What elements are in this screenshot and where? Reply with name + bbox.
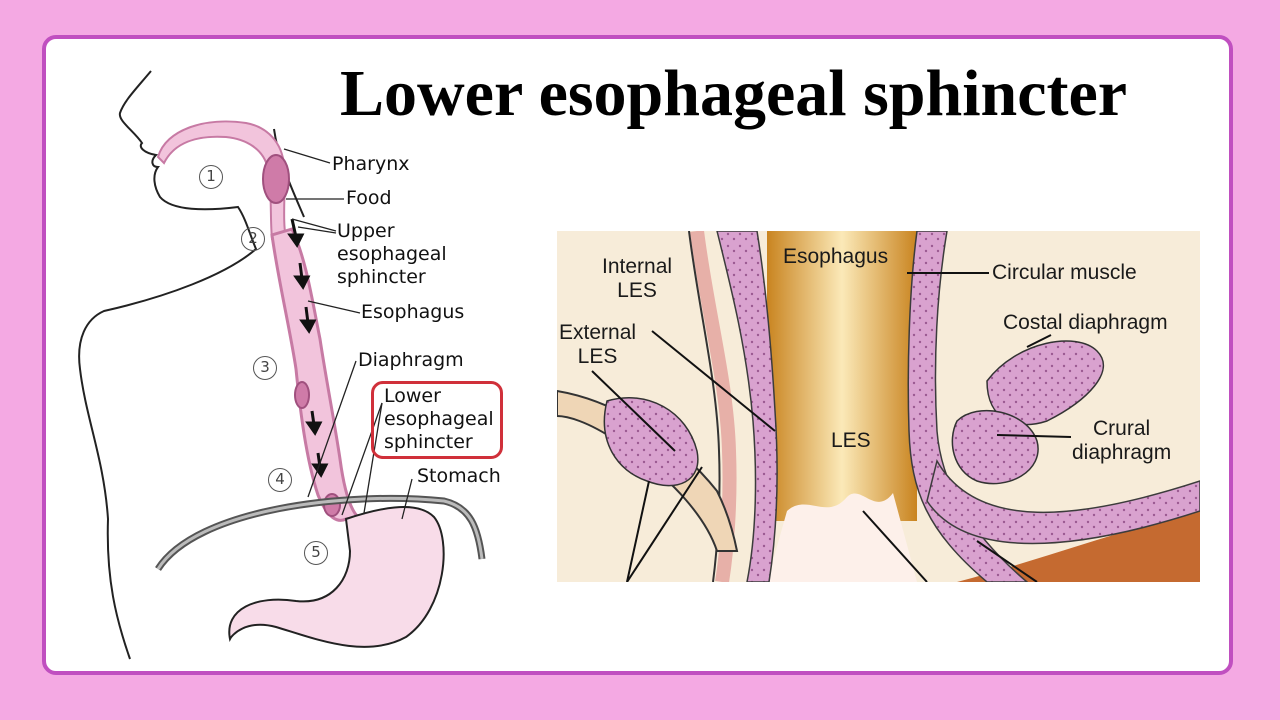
les-cross-section-panel: Esophagus Circular muscle Internal LES E… — [557, 231, 1200, 582]
label-diaphragm: Diaphragm — [358, 349, 464, 371]
esophageal-lumen — [767, 231, 917, 521]
label-food: Food — [346, 187, 392, 209]
stomach-shape — [228, 506, 445, 648]
step-number: 4 — [268, 468, 292, 492]
label-internal-les: Internal LES — [602, 255, 673, 302]
body-outline — [78, 70, 258, 660]
food-bolus — [294, 381, 310, 409]
label-pharynx: Pharynx — [332, 153, 410, 175]
label-crural-diaphragm: Crural diaphragm — [1072, 417, 1172, 464]
left-crural-diaphragm — [603, 397, 699, 487]
label-panel-esophagus: Esophagus — [783, 245, 889, 268]
panel-leader-lines — [591, 272, 1072, 582]
label-lower-sphincter: Lower esophageal sphincter — [384, 385, 494, 453]
label-circular-muscle: Circular muscle — [992, 261, 1137, 284]
leader-lines — [283, 148, 413, 520]
step-number: 1 — [199, 165, 223, 189]
costal-diaphragm-shape — [986, 340, 1104, 426]
label-costal-diaphragm: Costal diaphragm — [1003, 311, 1168, 334]
crural-diaphragm-shape — [951, 409, 1039, 485]
direction-arrows — [287, 218, 372, 556]
step-number: 3 — [253, 356, 277, 380]
left-esophageal-wall — [716, 231, 778, 582]
label-esophagus: Esophagus — [361, 301, 465, 323]
label-external-les: External LES — [559, 321, 637, 368]
step-number: 2 — [241, 227, 265, 251]
swallowing-pathway-illustration — [78, 70, 486, 660]
step-number: 5 — [304, 541, 328, 565]
label-upper-sphincter: Upper esophageal sphincter — [337, 220, 447, 288]
page-title: Lower esophageal sphincter — [340, 57, 1128, 130]
label-les: LES — [831, 429, 871, 452]
diagram-card: Lower esophageal sphincter — [42, 35, 1233, 675]
food-bolus — [262, 154, 290, 204]
label-stomach: Stomach — [417, 465, 501, 487]
les-cross-section-illustration — [557, 231, 1200, 582]
lower-sphincter-highlight-box — [371, 381, 503, 459]
gastric-muscle-band — [926, 459, 1200, 545]
